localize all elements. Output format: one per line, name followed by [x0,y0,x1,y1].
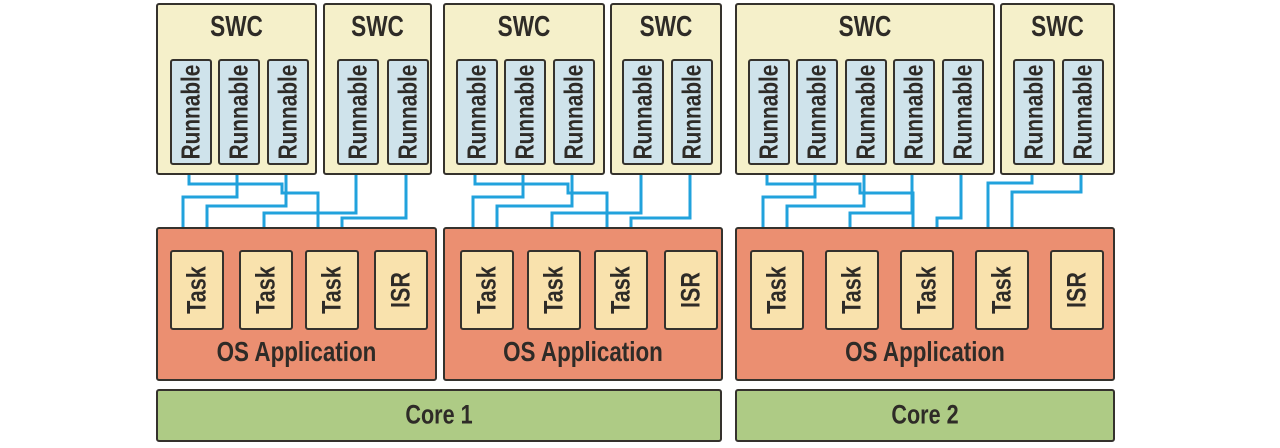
core-label: Core 2 [891,398,959,429]
runnable-label: Runnable [627,64,658,160]
os-application-label: OS Application [845,336,1005,367]
os-application-box: Task Task Task ISR OS Application [156,227,437,381]
task-box: Task [594,250,648,330]
isr-label: ISR [385,271,416,309]
runnable-label: Runnable [1018,64,1049,160]
task-box: Task [750,250,804,330]
runnable-box: Runnable [456,59,498,165]
runnable-box: Runnable [622,59,664,165]
runnable-label: Runnable [676,64,707,160]
task-box: Task [305,250,359,330]
runnable-label: Runnable [342,64,373,160]
runnable-box: Runnable [1062,59,1104,165]
task-box: Task [239,250,293,330]
runnable-label: Runnable [509,64,540,160]
runnable-label: Runnable [801,64,832,160]
runnable-box: Runnable [893,59,935,165]
os-application-label: OS Application [216,336,377,367]
task-label: Task [181,266,212,314]
task-box: Task [460,250,514,330]
swc-title-label: SWC [497,11,551,43]
runnable-label: Runnable [947,64,978,160]
core-box: Core 1 [156,389,722,442]
runnable-label: Runnable [392,64,423,160]
os-application-box: Task Task Task Task ISR OS Application [735,227,1115,381]
swc-title-label: SWC [351,11,404,43]
swc-title-label: SWC [639,11,693,43]
runnable-label: Runnable [461,64,492,160]
runnable-box: Runnable [504,59,546,165]
runnable-box: Runnable [796,59,838,165]
runnable-box: Runnable [267,59,309,165]
isr-label: ISR [1061,271,1092,309]
runnable-label: Runnable [1067,64,1098,160]
runnable-box: Runnable [845,59,887,165]
runnable-label: Runnable [223,64,254,160]
os-application-label: OS Application [503,336,663,367]
core-label: Core 1 [405,398,473,429]
swc-box: SWC Runnable Runnable [323,3,432,175]
runnable-label: Runnable [272,64,303,160]
task-box: Task [170,250,224,330]
swc-box: SWC Runnable Runnable [1000,3,1115,175]
runnable-box: Runnable [218,59,260,165]
runnable-label: Runnable [753,64,784,160]
task-label: Task [836,266,867,314]
isr-box: ISR [664,250,718,330]
runnable-box: Runnable [942,59,984,165]
task-box: Task [900,250,954,330]
swc-title-label: SWC [210,11,263,43]
task-box: Task [825,250,879,330]
runnable-box: Runnable [671,59,713,165]
swc-box: SWC Runnable Runnable [610,3,722,175]
task-label: Task [471,266,502,314]
swc-title-label: SWC [1031,11,1084,43]
task-label: Task [986,266,1017,314]
task-label: Task [316,266,347,314]
runnable-label: Runnable [175,64,206,160]
isr-box: ISR [374,250,428,330]
runnable-box: Runnable [748,59,790,165]
runnable-label: Runnable [898,64,929,160]
task-box: Task [975,250,1029,330]
runnable-box: Runnable [553,59,595,165]
task-label: Task [538,266,569,314]
runnable-label: Runnable [558,64,589,160]
runnable-box: Runnable [337,59,379,165]
swc-title-label: SWC [838,11,892,43]
task-box: Task [527,250,581,330]
isr-label: ISR [675,271,706,309]
core-box: Core 2 [735,389,1115,442]
task-label: Task [911,266,942,314]
task-label: Task [605,266,636,314]
runnable-box: Runnable [170,59,212,165]
runnable-label: Runnable [850,64,881,160]
isr-box: ISR [1050,250,1104,330]
task-label: Task [761,266,792,314]
os-application-box: Task Task Task ISR OS Application [443,227,723,381]
runnable-box: Runnable [1013,59,1055,165]
task-label: Task [250,266,281,314]
runnable-box: Runnable [387,59,429,165]
